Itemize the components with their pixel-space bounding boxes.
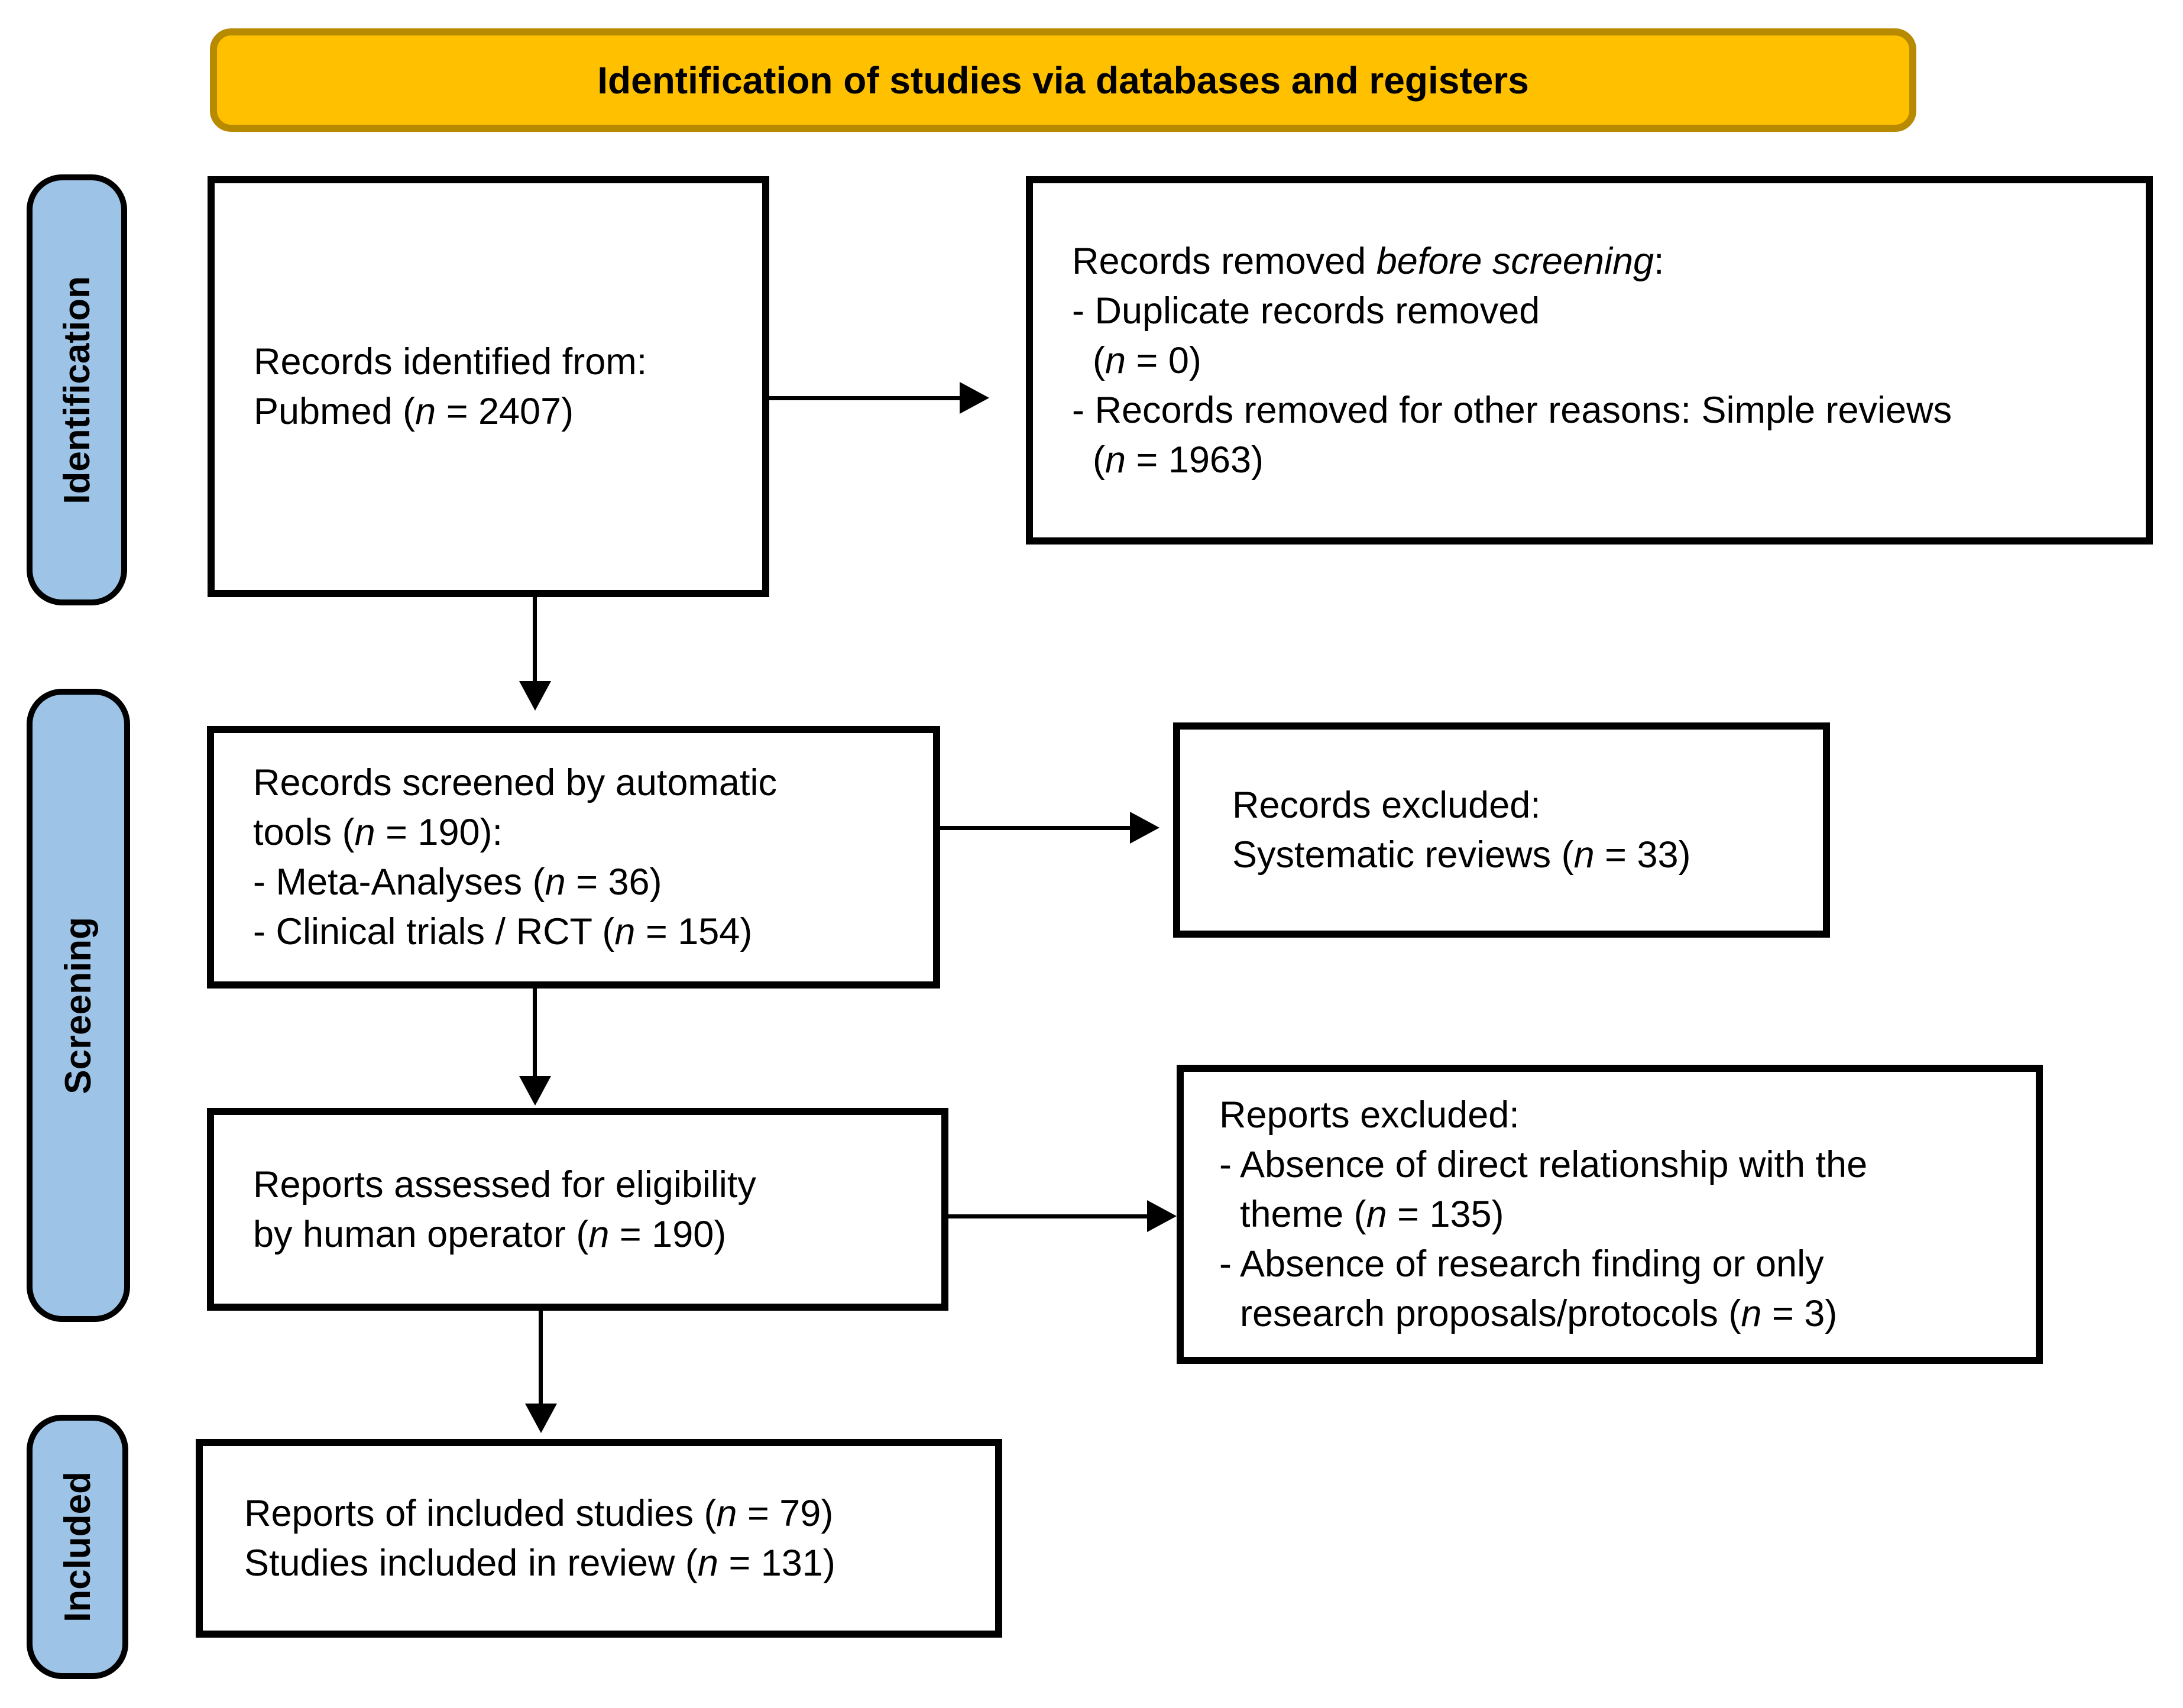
stage-label-screening-text: Screening <box>58 916 99 1094</box>
stage-label-included: Included <box>27 1415 128 1679</box>
box-records-removed-before-screening: Records removed before screening:- Dupli… <box>1026 176 2153 545</box>
arrow-screened-to-excluded-line <box>940 826 1130 830</box>
banner-identification-of-studies: Identification of studies via databases … <box>210 28 1916 132</box>
box-records-excluded: Records excluded:Systematic reviews (n =… <box>1173 722 1830 938</box>
arrow-identified-to-screened-line <box>533 597 537 681</box>
arrow-screened-to-excluded-head-icon <box>1130 812 1159 844</box>
box-reports-excluded-text: Reports excluded:- Absence of direct rel… <box>1219 1094 1868 1334</box>
arrow-assessed-to-included-head-icon <box>525 1404 557 1433</box>
box-reports-excluded: Reports excluded:- Absence of direct rel… <box>1177 1065 2043 1364</box>
banner-title: Identification of studies via databases … <box>597 59 1529 102</box>
box-included-studies: Reports of included studies (n = 79)Stud… <box>196 1439 1002 1638</box>
arrow-assessed-to-reports-excluded-line <box>948 1214 1147 1218</box>
box-records-identified-text: Records identified from:Pubmed (n = 2407… <box>254 341 647 432</box>
arrow-identified-to-removed-line <box>769 396 960 400</box>
box-records-removed-text: Records removed before screening:- Dupli… <box>1072 240 1952 481</box>
stage-label-screening: Screening <box>27 689 130 1322</box>
stage-label-included-text: Included <box>57 1472 98 1622</box>
stage-label-identification: Identification <box>27 174 127 605</box>
arrow-screened-to-assessed-line <box>533 988 537 1076</box>
box-records-identified: Records identified from:Pubmed (n = 2407… <box>208 176 769 597</box>
arrow-screened-to-assessed-head-icon <box>519 1076 551 1106</box>
box-included-studies-text: Reports of included studies (n = 79)Stud… <box>244 1493 835 1584</box>
arrow-identified-to-screened-head-icon <box>519 681 551 711</box>
box-records-excluded-text: Records excluded:Systematic reviews (n =… <box>1232 785 1691 876</box>
arrow-assessed-to-included-line <box>539 1311 543 1404</box>
arrow-assessed-to-reports-excluded-head-icon <box>1147 1200 1177 1232</box>
stage-label-identification-text: Identification <box>56 276 98 504</box>
arrow-identified-to-removed-head-icon <box>960 382 989 414</box>
